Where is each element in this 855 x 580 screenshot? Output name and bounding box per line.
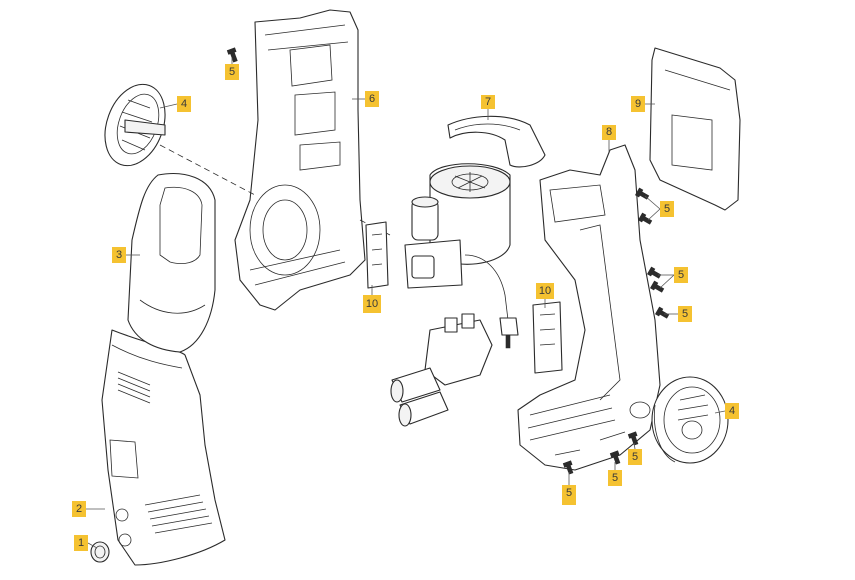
nozzle-cap-part [90, 541, 110, 563]
callout-5-bottom-a: 5 [628, 449, 642, 465]
callout-5-mid-right: 5 [674, 267, 688, 283]
callout-10-right: 10 [536, 283, 554, 299]
callout-6: 6 [365, 91, 379, 107]
callout-5-top-left: 5 [225, 64, 239, 80]
callout-1-text: 1 [78, 537, 84, 549]
callout-5-bottom-c: 5 [562, 485, 576, 505]
clip-part-right [532, 301, 563, 374]
clip-part-left [365, 221, 389, 289]
callout-5-bottom-a-text: 5 [632, 451, 638, 463]
callout-5-mid-right-text: 5 [678, 269, 684, 281]
callout-5-bottom-c-text: 5 [566, 487, 572, 499]
assembly-line [159, 144, 256, 196]
callout-6-text: 6 [369, 93, 375, 105]
rear-housing-part [234, 9, 391, 311]
rear-panel-part [649, 47, 741, 211]
right-wheel-part [651, 376, 729, 464]
callout-5-bottom-b: 5 [608, 470, 622, 486]
cable-hook-part [447, 115, 546, 168]
callout-4-left: 4 [177, 96, 191, 112]
callout-5-bottom-b-text: 5 [612, 472, 618, 484]
callout-10-right-text: 10 [539, 285, 551, 297]
callout-7: 7 [481, 95, 495, 109]
callout-5-top-left-text: 5 [229, 66, 235, 78]
callout-2-text: 2 [76, 503, 82, 515]
callout-9-text: 9 [635, 98, 641, 110]
callout-5-lower-right-text: 5 [682, 308, 688, 320]
callout-8-text: 8 [606, 126, 612, 138]
callout-5-upper-right-text: 5 [664, 203, 670, 215]
callout-8: 8 [602, 125, 616, 140]
callout-3-text: 3 [116, 249, 122, 261]
main-frame-part [517, 144, 661, 471]
callout-7-text: 7 [485, 96, 491, 108]
front-housing-part [101, 329, 226, 566]
handle-cover-part [127, 173, 216, 353]
callout-4-left-text: 4 [181, 98, 187, 110]
leader-lines [86, 58, 726, 549]
callout-4-right: 4 [725, 403, 739, 419]
callout-4-right-text: 4 [729, 405, 735, 417]
callout-5-upper-right: 5 [660, 201, 674, 217]
callout-9: 9 [631, 96, 645, 112]
left-wheel-part [104, 83, 166, 167]
callout-10-left-text: 10 [366, 298, 378, 310]
callout-1: 1 [74, 535, 88, 551]
motor-pump-assembly [404, 163, 519, 349]
callout-10-left: 10 [363, 295, 381, 313]
callout-3: 3 [112, 247, 126, 263]
callout-5-lower-right: 5 [678, 306, 692, 322]
callout-2: 2 [72, 501, 86, 517]
pump-head-part [390, 313, 493, 427]
